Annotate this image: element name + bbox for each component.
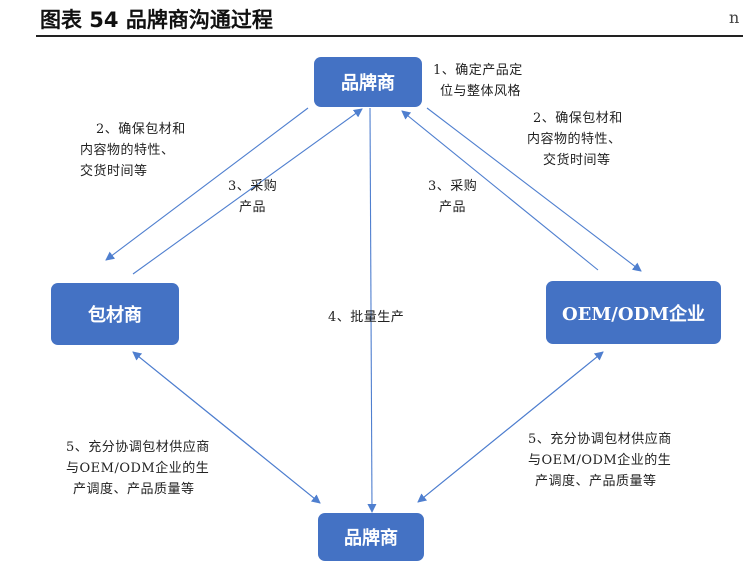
label-coordinate-left: 5、充分协调包材供应商 与OEM/ODM企业的生 产调度、产品质量等	[66, 437, 210, 500]
arrow-brand-to-oem	[426, 107, 642, 272]
label-line: 产调度、产品质量等	[73, 482, 195, 497]
arrow-packaging-to-brand-bottom	[132, 351, 321, 504]
label-line: 内容物的特性、	[80, 143, 175, 158]
node-oem-odm: OEM/ODM企业	[546, 281, 721, 344]
label-line: 5、充分协调包材供应商	[528, 432, 672, 447]
label-line: 内容物的特性、	[527, 132, 622, 147]
label-purchase-right: 3、采购 产品	[428, 176, 477, 218]
label-line: 交货时间等	[80, 164, 148, 179]
label-line: 产调度、产品质量等	[535, 474, 657, 489]
arrow-oem-to-brand-bottom	[417, 351, 604, 503]
label-line: 与OEM/ODM企业的生	[66, 461, 210, 476]
label-line: 与OEM/ODM企业的生	[528, 453, 672, 468]
node-brand-bottom: 品牌商	[318, 513, 424, 561]
label-purchase-left: 3、采购 产品	[228, 176, 277, 218]
node-packaging-supplier: 包材商	[51, 283, 179, 345]
label-line: 产品	[439, 200, 467, 215]
label-line: 位与整体风格	[440, 84, 522, 99]
label-line: 产品	[239, 200, 267, 215]
label-line: 交货时间等	[543, 153, 611, 168]
arrow-brand-to-brand-mass-production	[367, 107, 377, 513]
label-mass-production: 4、批量生产	[328, 310, 405, 325]
cropped-edge-glyph: n	[729, 8, 740, 27]
node-brand-top: 品牌商	[314, 57, 422, 107]
arrow-brand-to-packaging	[105, 107, 309, 261]
label-line: 3、采购	[228, 179, 278, 194]
title-underline	[36, 35, 743, 37]
label-ensure-right: 2、确保包材和 内容物的特性、 交货时间等	[527, 108, 623, 171]
label-confirm-positioning: 1、确定产品定 位与整体风格	[433, 60, 523, 102]
label-line: 2、确保包材和	[533, 111, 623, 126]
arrow-packaging-to-brand	[132, 108, 363, 275]
label-line: 3、采购	[428, 179, 478, 194]
label-line: 2、确保包材和	[96, 122, 186, 137]
label-ensure-left: 2、确保包材和 内容物的特性、 交货时间等	[80, 119, 186, 182]
label-line: 1、确定产品定	[433, 63, 523, 78]
figure-title: 图表 54 品牌商沟通过程	[40, 8, 273, 32]
arrow-oem-to-brand	[401, 110, 599, 271]
label-coordinate-right: 5、充分协调包材供应商 与OEM/ODM企业的生 产调度、产品质量等	[528, 429, 672, 492]
label-line: 5、充分协调包材供应商	[66, 440, 210, 455]
